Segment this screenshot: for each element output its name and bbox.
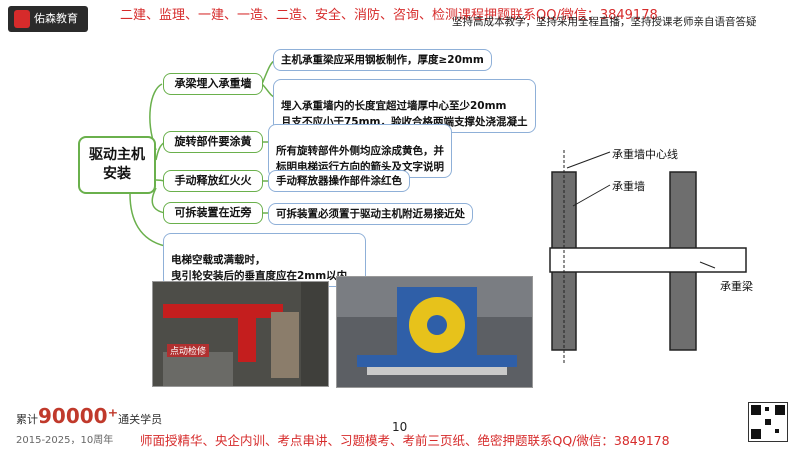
logo-text: 佑森教育 bbox=[34, 12, 78, 25]
leader-center bbox=[566, 151, 611, 169]
leader-beam bbox=[699, 261, 716, 269]
header bbox=[0, 0, 800, 38]
photo-manual-release-device: 点动检修 bbox=[152, 281, 329, 387]
leader-wall bbox=[572, 184, 611, 207]
leaf-sheave-verticality: 电梯空载或满载时， 曳引轮安装后的垂直度应在2mm以内。 bbox=[163, 233, 366, 287]
bearing-beam bbox=[549, 247, 747, 273]
logo-icon bbox=[14, 10, 30, 28]
diagram-label-wall: 承重墙 bbox=[612, 180, 645, 193]
footer-years: 2015-2025，10周年 bbox=[16, 435, 114, 446]
qr-code-icon bbox=[748, 402, 788, 442]
header-slogan: 坚持高成本教学，坚持采用全程直播，坚持授课老师亲自语音答疑 bbox=[452, 16, 757, 28]
brand-logo: 佑森教育 bbox=[8, 6, 88, 32]
photo-illustration-1 bbox=[153, 282, 328, 386]
branch-rotating-yellow: 旋转部件要涂黄 bbox=[163, 131, 263, 153]
mindmap-center-node: 驱动主机安装 bbox=[78, 136, 156, 194]
branch-beam-embed: 承梁埋入承重墙 bbox=[163, 73, 263, 95]
leaf-removable: 可拆装置必须置于驱动主机附近易接近处 bbox=[268, 203, 473, 225]
photo-traction-machine bbox=[336, 276, 533, 388]
photo1-caption: 点动检修 bbox=[167, 344, 210, 357]
footer-student-count: 累计90000⁺通关学员 bbox=[16, 404, 163, 428]
branch-manual-release-red: 手动释放红火火 bbox=[163, 170, 263, 192]
beam-wall-diagram bbox=[549, 150, 747, 364]
leaf-manual-release: 手动释放器操作部件涂红色 bbox=[268, 170, 410, 192]
diagram-label-beam: 承重梁 bbox=[720, 280, 753, 293]
leaf-beam-steel: 主机承重梁应采用钢板制作，厚度≥20mm bbox=[273, 49, 492, 71]
header-banner: 二建、监理、一建、一造、二造、安全、消防、咨询、检测课程押题联系QQ/微信：38… bbox=[120, 8, 658, 23]
branch-removable-nearby: 可拆装置在近旁 bbox=[163, 202, 263, 224]
diagram-label-center-line: 承重墙中心线 bbox=[612, 148, 678, 161]
footer-promo: 师面授精华、央企内训、考点串讲、习题模考、考前三页纸、绝密押题联系QQ/微信：3… bbox=[140, 433, 670, 448]
photo-illustration-2 bbox=[337, 277, 532, 387]
page-number: 10 bbox=[392, 420, 408, 434]
